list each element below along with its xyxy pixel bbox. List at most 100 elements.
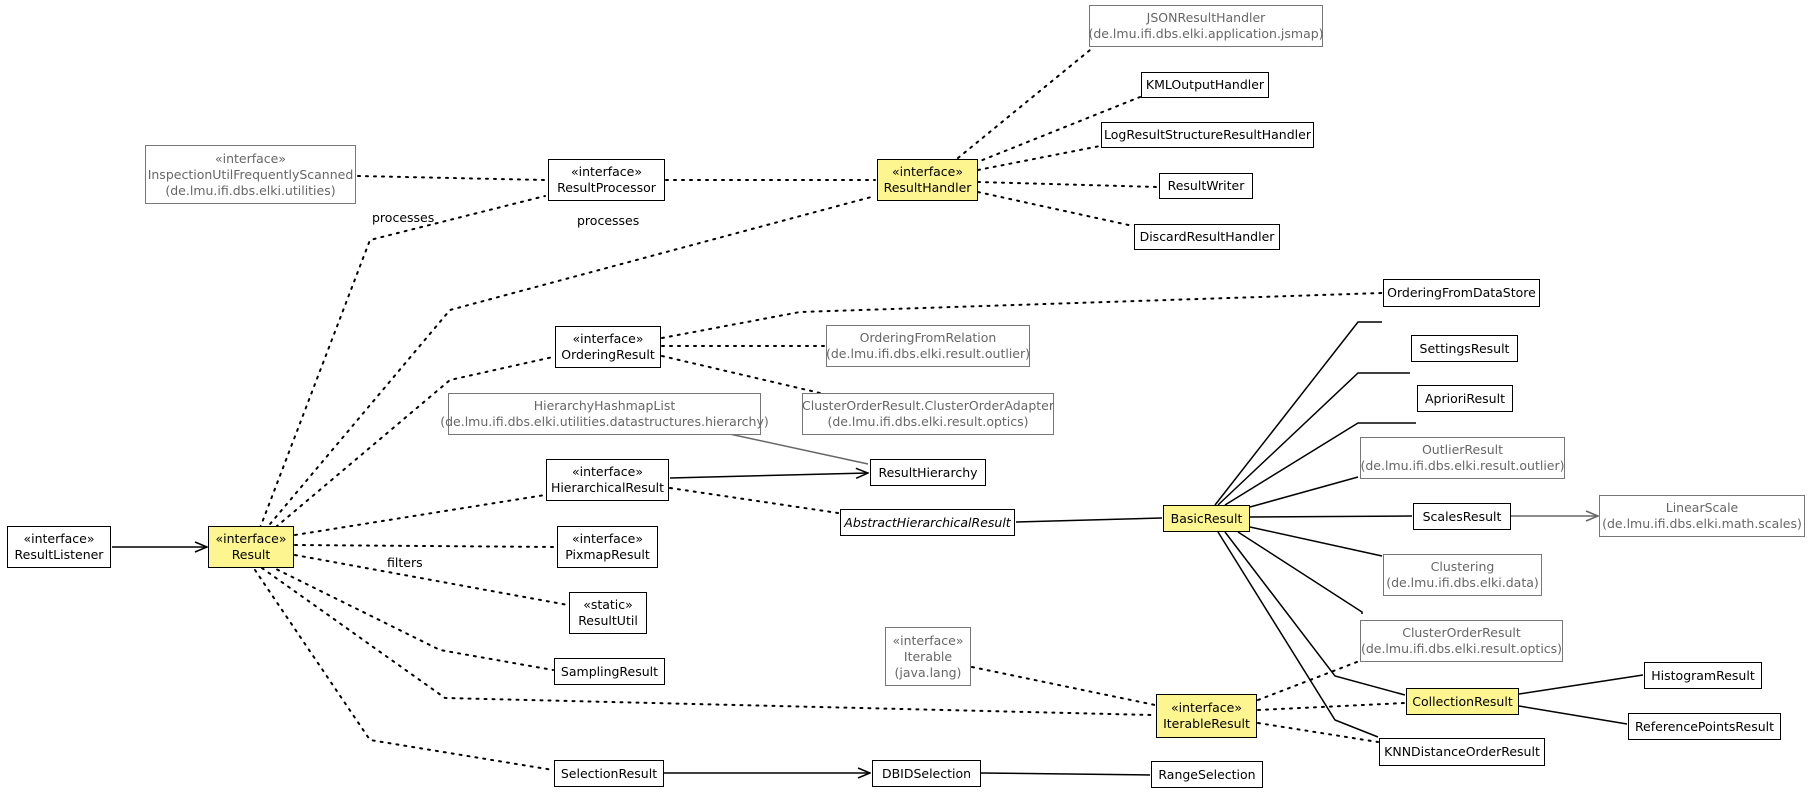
edge-hashmap-hierarchy (724, 432, 869, 465)
package-label: (de.lmu.ifi.dbs.elki.application.jsmap) (1088, 26, 1324, 41)
edge-basic-clustering (1249, 526, 1383, 557)
edge-ordering-datastore (661, 292, 1383, 339)
class-name: ResultUtil (578, 613, 638, 628)
package-label: (de.lmu.ifi.dbs.elki.data) (1386, 575, 1539, 590)
edge-iterableresult-clusterorder (1257, 659, 1363, 701)
class-linear-scale[interactable]: LinearScale (de.lmu.ifi.dbs.elki.math.sc… (1599, 495, 1805, 537)
edge-handler-log (977, 145, 1101, 171)
stereotype-label: «interface» (570, 164, 643, 179)
class-iterable[interactable]: «interface» Iterable (java.lang) (885, 627, 971, 686)
package-label: (de.lmu.ifi.dbs.elki.result.optics) (827, 414, 1029, 429)
class-cluster-order-adapter[interactable]: ClusterOrderResult.ClusterOrderAdapter (… (802, 393, 1054, 435)
class-apriori-result[interactable]: AprioriResult (1417, 385, 1513, 412)
edge-basic-settings (1217, 372, 1410, 506)
class-abstract-hierarchical-result[interactable]: AbstractHierarchicalResult (840, 509, 1015, 536)
class-name: ResultWriter (1167, 178, 1245, 193)
stereotype-label: «interface» (1170, 700, 1243, 715)
edge-iterableresult-knn (1257, 722, 1379, 743)
edge-result-ordering (269, 356, 554, 533)
edge-basic-apriori (1224, 422, 1416, 506)
package-label: (de.lmu.ifi.dbs.elki.result.outlier) (1360, 458, 1565, 473)
class-hierarchy-hashmap-list[interactable]: HierarchyHashmapList (de.lmu.ifi.dbs.elk… (440, 393, 769, 435)
edge-result-util (294, 554, 569, 606)
class-outlier-result[interactable]: OutlierResult (de.lmu.ifi.dbs.elki.resul… (1360, 437, 1565, 479)
class-name: AprioriResult (1425, 390, 1505, 406)
class-log-result-structure-handler[interactable]: LogResultStructureResultHandler (1101, 122, 1314, 148)
class-result-processor[interactable]: «interface» ResultProcessor (548, 159, 665, 201)
class-discard-result-handler[interactable]: DiscardResultHandler (1134, 224, 1280, 250)
edge-basic-datastore (1214, 321, 1382, 506)
class-name: JSONResultHandler (1146, 10, 1266, 25)
class-hierarchical-result[interactable]: «interface» HierarchicalResult (546, 459, 669, 501)
package-label: (de.lmu.ifi.dbs.elki.utilities.datastruc… (440, 414, 769, 429)
class-result-writer[interactable]: ResultWriter (1159, 173, 1253, 199)
class-range-selection[interactable]: RangeSelection (1151, 761, 1263, 788)
class-ordering-from-relation[interactable]: OrderingFromRelation (de.lmu.ifi.dbs.elk… (826, 325, 1030, 367)
class-name: RangeSelection (1158, 766, 1256, 782)
edge-inspection-processor (357, 175, 546, 181)
edge-basic-outlier (1249, 476, 1359, 508)
stereotype-label: «interface» (892, 632, 964, 648)
class-basic-result[interactable]: BasicResult (1163, 505, 1250, 532)
class-result[interactable]: «interface» Result (208, 526, 294, 568)
class-name: Result (231, 547, 271, 562)
class-json-result-handler[interactable]: JSONResultHandler (de.lmu.ifi.dbs.elki.a… (1088, 5, 1324, 47)
class-result-hierarchy[interactable]: ResultHierarchy (870, 459, 986, 486)
class-name: OutlierResult (1421, 442, 1504, 457)
class-ordering-result[interactable]: «interface» OrderingResult (555, 326, 661, 368)
class-scales-result[interactable]: ScalesResult (1413, 503, 1511, 530)
class-ordering-from-datastore[interactable]: OrderingFromDataStore (1383, 279, 1540, 307)
edge-result-selection (254, 569, 554, 771)
package-label: (de.lmu.ifi.dbs.elki.utilities) (165, 182, 336, 198)
class-name: KMLOutputHandler (1145, 77, 1265, 92)
edge-basic-knn (1217, 531, 1379, 738)
class-name: PixmapResult (565, 547, 650, 562)
class-inspection-util[interactable]: «interface» InspectionUtilFrequentlyScan… (145, 145, 356, 204)
class-name: ClusterOrderResult.ClusterOrderAdapter (802, 398, 1054, 413)
class-histogram-result[interactable]: HistogramResult (1644, 662, 1762, 689)
class-result-util[interactable]: «static» ResultUtil (569, 592, 647, 634)
class-kml-output-handler[interactable]: KMLOutputHandler (1141, 72, 1269, 98)
class-result-listener[interactable]: «interface» ResultListener (7, 526, 111, 568)
class-result-handler[interactable]: «interface» ResultHandler (877, 159, 978, 201)
edge-basic-scales (1249, 515, 1413, 518)
class-reference-points-result[interactable]: ReferencePointsResult (1628, 713, 1781, 740)
class-name: CollectionResult (1412, 693, 1513, 709)
edge-label-processes: processes (577, 213, 640, 228)
class-iterable-result[interactable]: «interface» IterableResult (1156, 694, 1257, 738)
edge-basic-collection (1224, 531, 1406, 696)
stereotype-label: «interface» (571, 464, 644, 479)
class-name: Iterable (903, 648, 953, 664)
class-clustering[interactable]: Clustering (de.lmu.ifi.dbs.elki.data) (1383, 554, 1542, 596)
class-selection-result[interactable]: SelectionResult (554, 760, 664, 787)
class-knn-distance-order-result[interactable]: KNNDistanceOrderResult (1379, 738, 1545, 766)
class-cluster-order-result[interactable]: ClusterOrderResult (de.lmu.ifi.dbs.elki.… (1360, 620, 1563, 662)
package-label: (de.lmu.ifi.dbs.elki.result.optics) (1360, 641, 1563, 656)
class-sampling-result[interactable]: SamplingResult (554, 658, 665, 685)
class-collection-result[interactable]: CollectionResult (1406, 688, 1519, 715)
edge-abstract-basic (1015, 517, 1163, 523)
class-name: Clustering (1430, 559, 1495, 574)
class-name: ScalesResult (1422, 508, 1502, 524)
package-label: (de.lmu.ifi.dbs.elki.math.scales) (1602, 516, 1802, 531)
package-label: (java.lang) (894, 664, 962, 680)
class-name: IterableResult (1163, 716, 1250, 731)
edge-result-hierarchical (294, 494, 546, 536)
class-dbid-selection[interactable]: DBIDSelection (872, 760, 981, 787)
edge-hierarchical-abstract (669, 487, 839, 514)
class-settings-result[interactable]: SettingsResult (1411, 335, 1518, 362)
edge-result-sampling (269, 565, 554, 671)
class-name: BasicResult (1170, 510, 1243, 526)
class-name: HierarchyHashmapList (533, 398, 676, 413)
edge-label-filters: filters (387, 555, 423, 570)
stereotype-label: «interface» (891, 164, 964, 179)
class-name: LogResultStructureResultHandler (1104, 127, 1311, 142)
edge-iterableresult-collection (1257, 702, 1406, 711)
class-name: OrderingFromRelation (859, 330, 997, 345)
class-name: ReferencePointsResult (1634, 718, 1775, 734)
class-name: LinearScale (1665, 500, 1739, 515)
class-name: OrderingFromDataStore (1387, 285, 1536, 300)
class-name: InspectionUtilFrequentlyScanned (147, 166, 354, 182)
class-pixmap-result[interactable]: «interface» PixmapResult (557, 526, 658, 568)
